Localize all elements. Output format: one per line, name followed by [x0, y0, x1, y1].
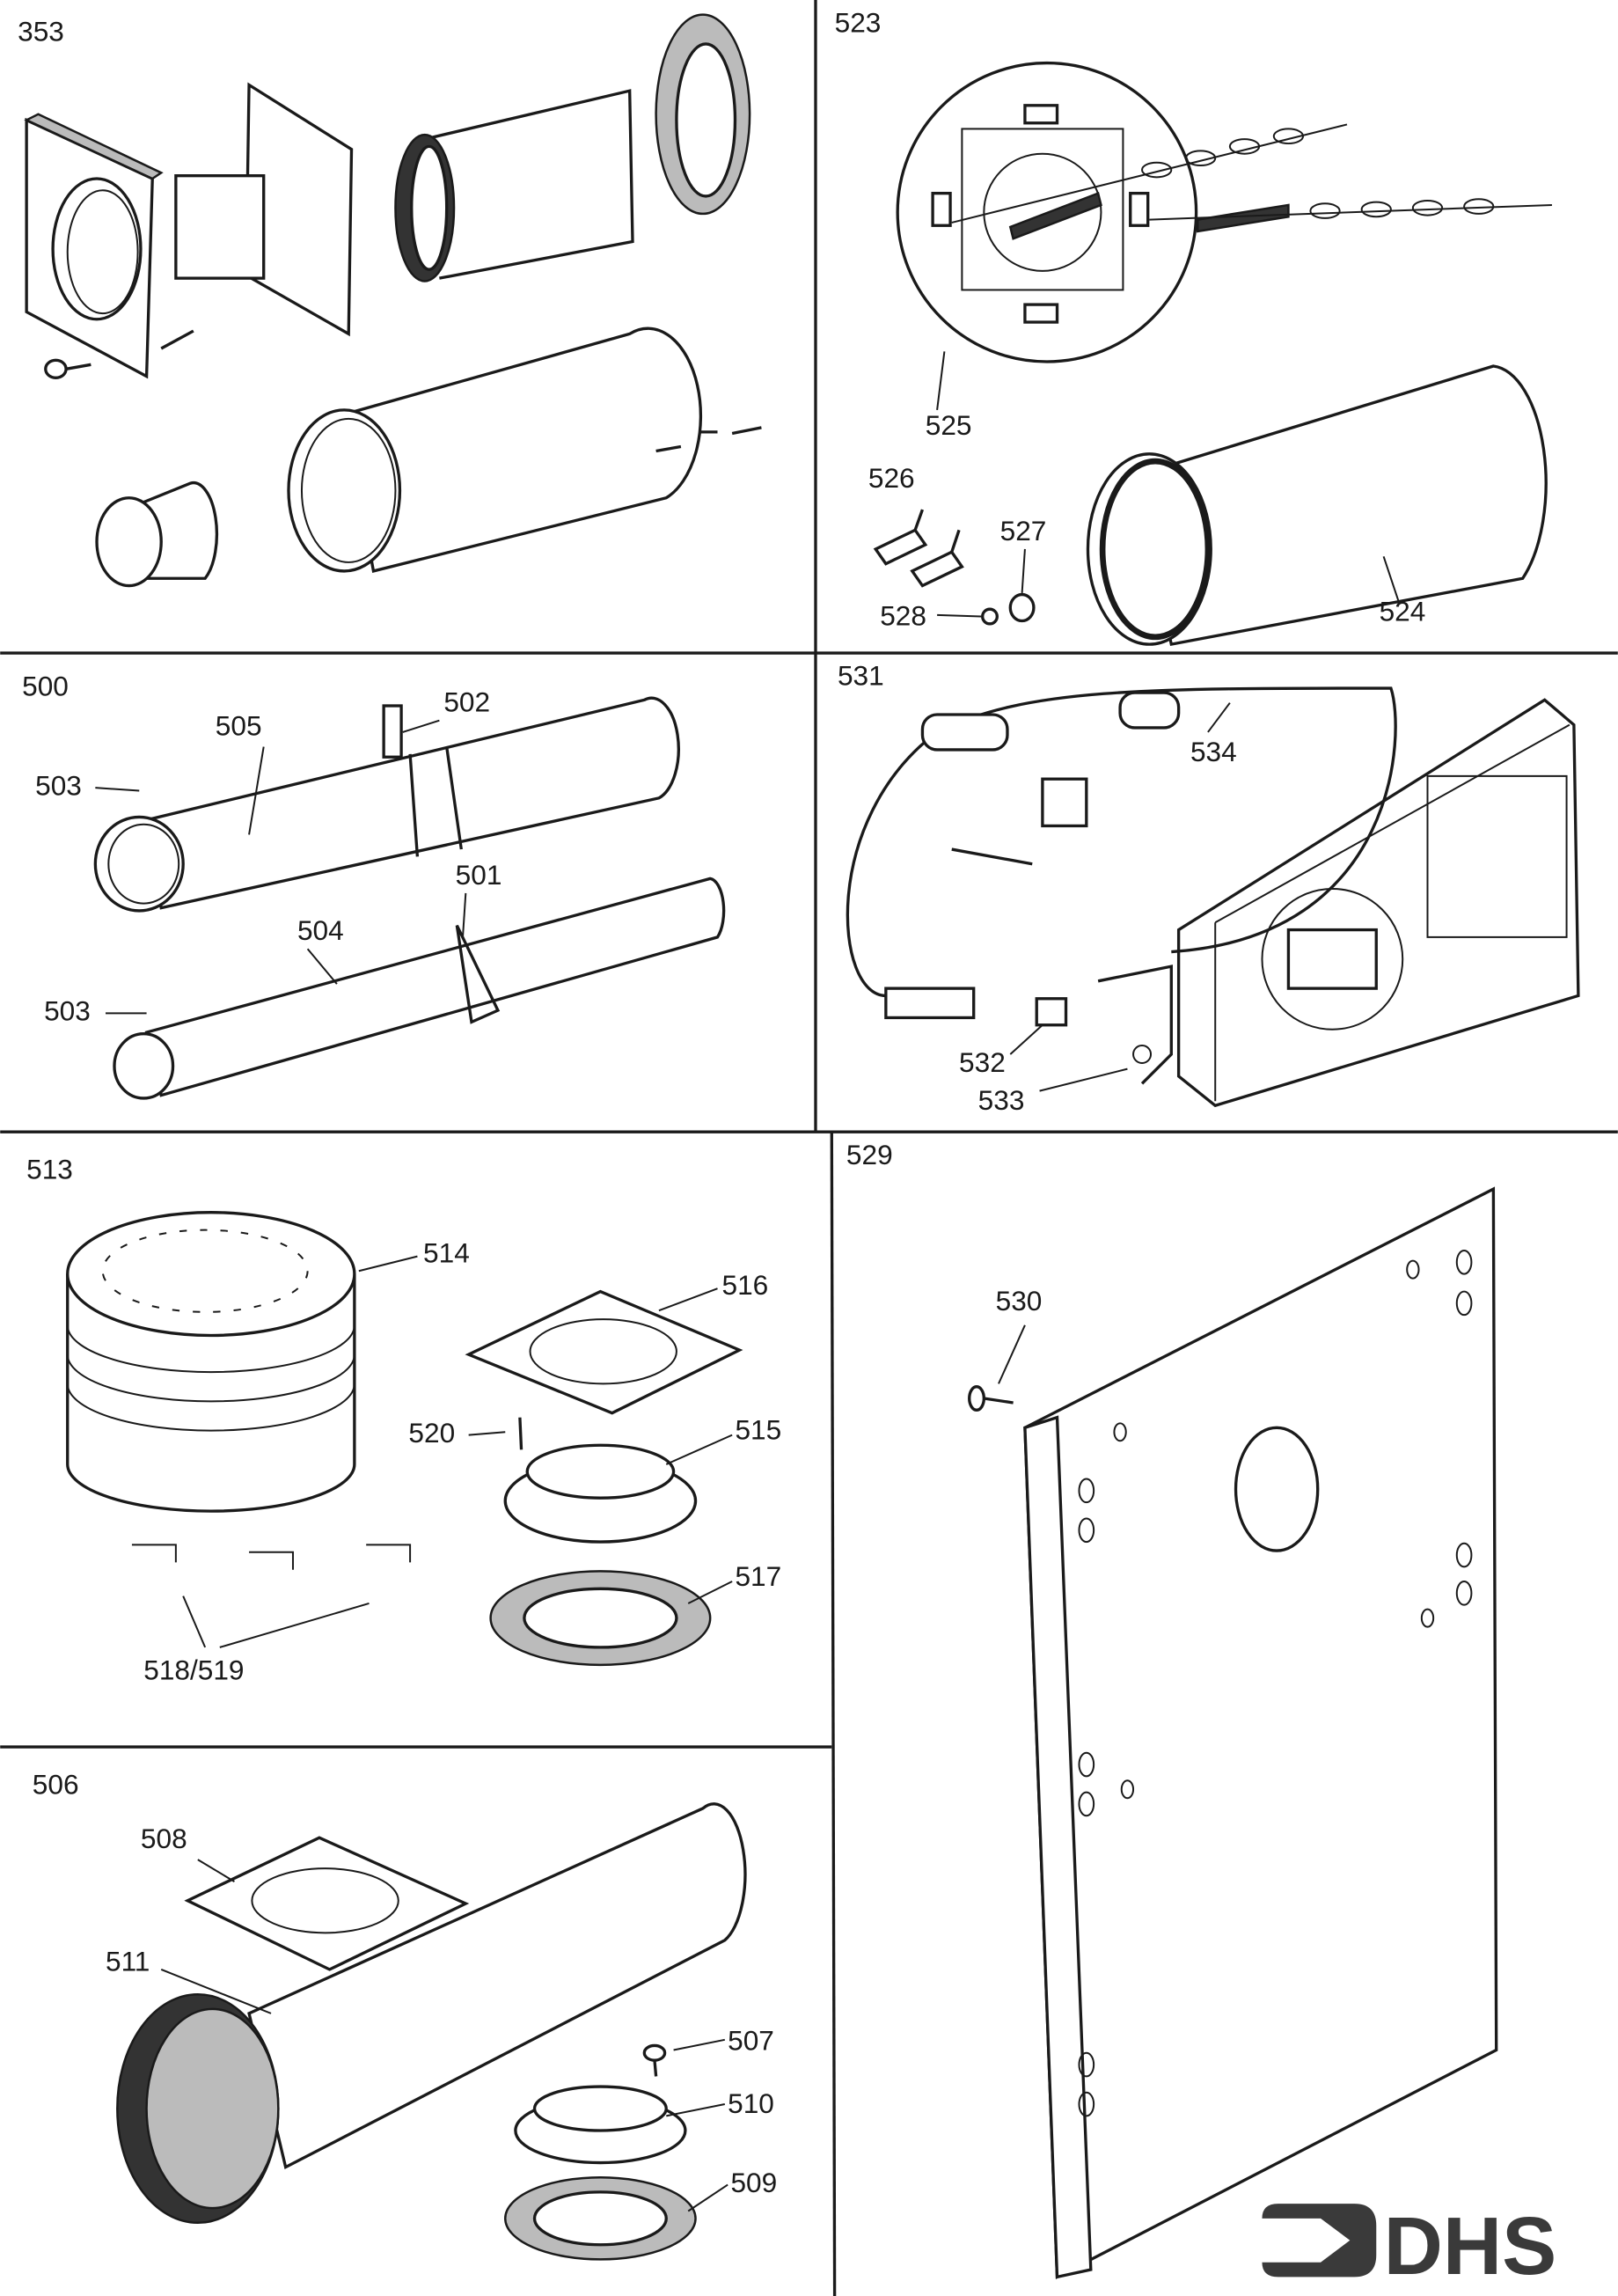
callout-label: 526 — [868, 462, 915, 494]
callout-label: 517 — [735, 1560, 781, 1592]
callout-label: 530 — [996, 1285, 1043, 1317]
screws — [44, 329, 762, 453]
callout-label: 524 — [1380, 595, 1426, 627]
panel-title: 531 — [838, 660, 884, 692]
outer-sleeve — [95, 326, 703, 588]
callout-label: 518/519 — [143, 1654, 244, 1685]
callout-label: 510 — [728, 2087, 774, 2119]
callout-label: 503 — [35, 769, 82, 801]
callout-label: 507 — [728, 2024, 774, 2056]
callout-label: 516 — [721, 1269, 768, 1301]
arrow-logo-icon — [1262, 2204, 1377, 2278]
callout-label: 533 — [978, 1084, 1025, 1116]
callout-label: 520 — [408, 1417, 455, 1449]
panel-506: 506 508 511 507 510 509 — [33, 1768, 777, 2261]
callout-label: 514 — [423, 1236, 470, 1268]
callout-label: 509 — [730, 2167, 777, 2198]
panel-title: 523 — [835, 7, 882, 39]
panel-title: 513 — [26, 1153, 73, 1185]
callout-label: 511 — [106, 1946, 150, 1977]
callout-label: 525 — [926, 409, 972, 441]
callout-label: 501 — [456, 859, 502, 891]
callout-label: 534 — [1190, 736, 1237, 767]
panel-title: 353 — [18, 16, 64, 48]
panel-513: 513 514 516 520 515 517 518/519 — [26, 1153, 781, 1685]
panel-title: 506 — [33, 1768, 79, 1800]
callout-label: 527 — [1000, 515, 1047, 546]
callout-label: 503 — [44, 995, 91, 1027]
callout-label: 532 — [959, 1046, 1006, 1078]
panel-title: 529 — [846, 1139, 893, 1170]
panel-500: 500 505 502 503 501 504 503 — [22, 670, 726, 1100]
callout-label: 508 — [141, 1823, 187, 1854]
panel-523: 523 525 526 527 528 524 — [835, 7, 1552, 647]
wall-plate — [24, 113, 164, 379]
logo-text: DHS — [1384, 2200, 1557, 2292]
panel-529: 529 530 — [846, 1139, 1498, 2280]
panel-353: 353 — [18, 13, 762, 588]
callout-label: 502 — [443, 686, 490, 718]
terminal-pipe — [174, 13, 751, 337]
callout-label: 515 — [735, 1414, 781, 1446]
callout-label: 505 — [216, 709, 262, 741]
callout-label: 504 — [297, 914, 344, 946]
panel-title: 500 — [22, 670, 69, 701]
dhs-logo: DHS — [1262, 2200, 1556, 2292]
callout-label: 528 — [880, 599, 926, 631]
panel-531: 531 534 532 533 — [838, 660, 1580, 1116]
chain — [951, 123, 1552, 240]
